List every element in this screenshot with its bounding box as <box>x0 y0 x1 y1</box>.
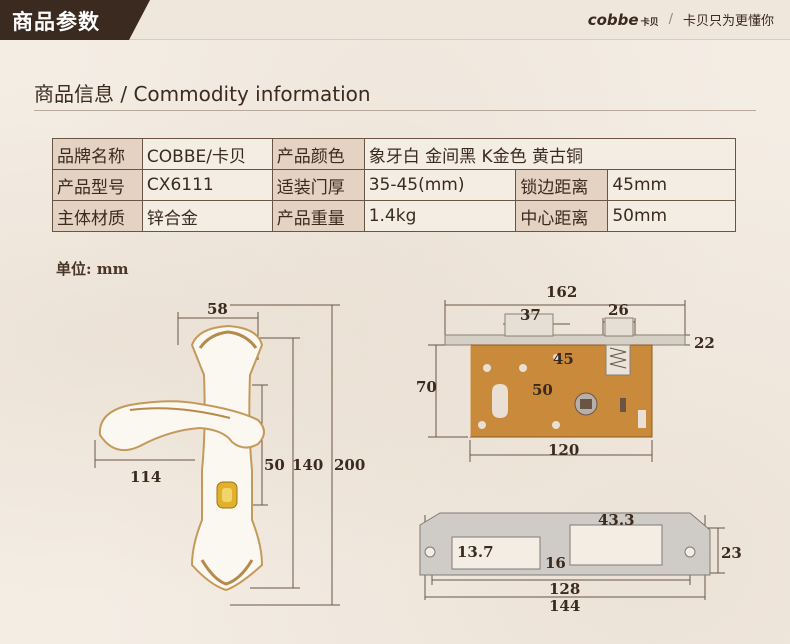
header-tab <box>0 0 150 40</box>
dim-handle-plate-mid: 140 <box>292 456 324 474</box>
brand-separator: / <box>668 12 673 27</box>
spec-value: CX6111 <box>141 169 273 201</box>
unit-label: 单位: mm <box>56 260 129 278</box>
dim-handle-plate-height: 200 <box>334 456 366 474</box>
spec-value: 35-45(mm) <box>363 169 517 201</box>
dim-handle-width-top: 58 <box>207 300 228 318</box>
dim-strike-hole-spacing: 128 <box>549 580 581 598</box>
spec-value: 50mm <box>607 200 736 232</box>
section-divider <box>34 110 756 111</box>
lock-body <box>444 313 686 438</box>
spec-value: 锌合金 <box>141 200 273 232</box>
table-row: 主体材质 锌合金 产品重量 1.4kg 中心距离 50mm <box>52 200 736 232</box>
dim-slot-gap: 16 <box>545 554 566 572</box>
dim-latch-offset: 37 <box>520 306 541 324</box>
spec-key: 产品重量 <box>271 200 365 232</box>
strike-plate <box>419 512 711 576</box>
spec-value: 1.4kg <box>363 200 517 232</box>
dim-slot-length: 43.3 <box>598 511 635 529</box>
dim-backset: 45 <box>553 350 574 368</box>
dim-handle-hole-spacing: 50 <box>264 456 285 474</box>
spec-table: 品牌名称 COBBE/卡贝 产品颜色 象牙白 金间黑 K金色 黄古铜 产品型号 … <box>52 138 737 232</box>
spec-key: 品牌名称 <box>52 138 143 170</box>
dim-bolt-width: 26 <box>608 301 629 319</box>
table-row: 产品型号 CX6111 适装门厚 35-45(mm) 锁边距离 45mm <box>52 169 736 201</box>
dim-strike-height: 23 <box>721 544 742 562</box>
dim-faceplate-length: 162 <box>546 283 578 301</box>
dim-body-width: 120 <box>548 441 580 459</box>
spec-key: 适装门厚 <box>271 169 365 201</box>
spec-key: 锁边距离 <box>515 169 609 201</box>
spec-key: 主体材质 <box>52 200 143 232</box>
dim-handle-length: 114 <box>130 468 162 486</box>
header-tab-title: 商品参数 <box>12 10 100 34</box>
spec-value: COBBE/卡贝 <box>141 138 273 170</box>
spec-key: 产品颜色 <box>271 138 365 170</box>
dim-body-height: 70 <box>416 378 437 396</box>
handle-drawing <box>94 304 340 606</box>
section-title: 商品信息 / Commodity information <box>34 82 371 106</box>
dim-faceplate-width: 22 <box>694 334 715 352</box>
handle-body <box>98 324 265 592</box>
dim-hole-height: 13.7 <box>457 543 494 561</box>
dim-center-distance: 50 <box>532 381 553 399</box>
spec-key: 中心距离 <box>515 200 609 232</box>
dim-strike-length: 144 <box>549 597 581 615</box>
brand-slogan: 卡贝只为更懂你 <box>682 14 774 29</box>
spec-key: 产品型号 <box>52 169 143 201</box>
